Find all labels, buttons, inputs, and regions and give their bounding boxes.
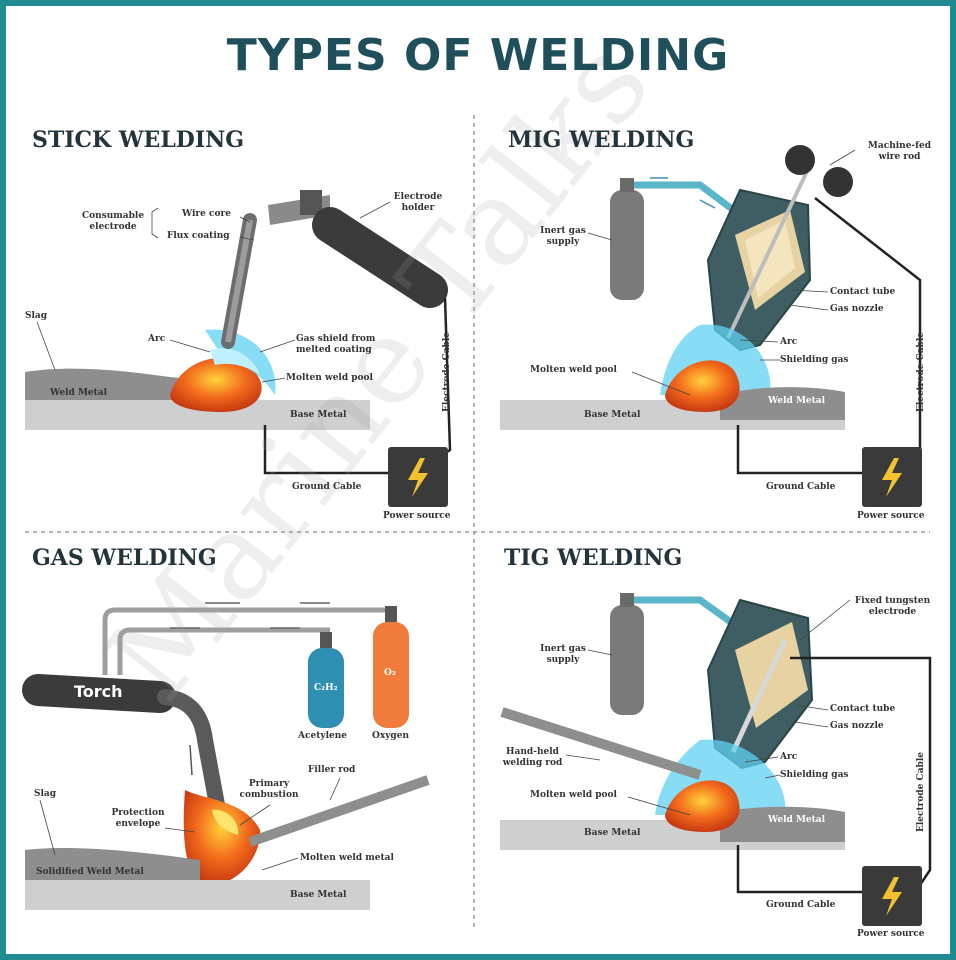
mig-welding-diagram [500,145,922,507]
stick-weld-metal-label: Weld Metal [50,388,108,398]
mig-feed-roller-left [785,145,815,175]
mig-title: MIG WELDING [508,127,695,153]
stick-gas-shield-label: Gas shield from melted coating [296,334,376,355]
stick-molten-pool-label: Molten weld pool [286,373,373,383]
mig-feed-roller-right [823,167,853,197]
stick-title: STICK WELDING [32,127,245,153]
gas-solidified-metal [25,848,200,885]
mig-contact-tube-label: Contact tube [830,287,896,297]
mig-wire-rod-label: Machine-fed wire rod [867,141,932,162]
tig-hand-rod [500,707,702,780]
gas-acetylene-label: Acetylene [298,731,347,741]
stick-ground-cable [263,425,388,475]
gas-slag-label: Slag [34,789,57,799]
mig-lightning-icon [882,458,902,497]
mig-gas-cylinder [610,190,644,300]
stick-ground-cable-label: Ground Cable [292,482,362,492]
tig-molten-pool [665,780,740,832]
gas-base-metal [25,880,370,910]
tig-inert-gas-label: Inert gas supply [540,644,586,665]
gas-filler-rod [248,775,430,847]
gas-oxygen-hose [102,607,395,675]
tig-contact-tube-label: Contact tube [830,704,896,714]
stick-welding-diagram [25,190,452,507]
gas-molten-metal-label: Molten weld metal [300,853,394,863]
mig-power-source-label: Power source [857,511,925,521]
gas-protection-envelope-label: Protection envelope [111,808,165,829]
tig-ground-cable-label: Ground Cable [766,900,836,910]
mig-molten-pool [665,360,740,412]
gas-acetylene-formula: C₂H₂ [314,683,338,693]
tig-electrode-cable [790,656,932,886]
mig-arc-label: Arc [780,337,798,347]
gas-oxygen-label: Oxygen [372,731,409,741]
tig-weld-metal [720,806,845,842]
tig-molten-pool-label: Molten weld pool [530,790,617,800]
tig-tungsten-electrode [730,638,788,754]
stick-lightning-icon [408,458,428,497]
mig-ground-cable-label: Ground Cable [766,482,836,492]
tig-arc-label: Arc [780,752,798,762]
tig-gas-nozzle-label: Gas nozzle [830,721,884,731]
gas-acetylene-cylinder [308,648,344,728]
mig-gas-hose [634,181,743,218]
mig-gas-nozzle-label: Gas nozzle [830,304,884,314]
tig-lightning-icon [882,877,902,916]
tig-gas-hose [634,596,738,628]
mig-wire-rod [726,164,812,339]
stick-molten-pool [170,358,262,412]
stick-base-metal-label: Base Metal [290,410,347,420]
tig-tungsten-label: Fixed tungsten electrode [854,596,931,617]
tig-shielding-gas-label: Shielding gas [780,770,849,780]
tig-weld-metal-label: Weld Metal [768,815,826,825]
tig-title: TIG WELDING [504,545,683,571]
mig-ground-cable [736,425,862,475]
mig-inert-gas-label: Inert gas supply [540,226,586,247]
tig-power-source-label: Power source [857,929,925,939]
stick-electrode-holder-label: Electrode holder [393,192,443,213]
tig-hand-rod-label: Hand-held welding rod [502,747,563,768]
mig-weld-metal [720,387,845,420]
gas-filler-rod-label: Filler rod [308,765,356,775]
stick-power-source-label: Power source [383,511,451,521]
gas-torch-label: Torch [74,682,123,701]
gas-title: GAS WELDING [32,545,217,571]
tig-electrode-cable-label: Electrode Cable [916,752,926,832]
stick-arc-label: Arc [148,334,166,344]
gas-torch [22,674,176,713]
gas-flame [183,790,261,885]
stick-weld-metal [25,368,200,405]
tig-base-metal-label: Base Metal [584,828,641,838]
gas-primary-combustion-label: Primary combustion [239,779,299,800]
stick-slag-label: Slag [25,311,48,321]
stick-electrode-cable-label: Electrode Cable [442,332,452,412]
mig-molten-pool-label: Molten weld pool [530,365,617,375]
gas-welding-diagram [22,602,430,910]
mig-electrode-cable-label: Electrode Cable [916,332,926,412]
gas-oxygen-formula: O₂ [384,668,396,678]
gas-acetylene-hose [117,627,330,675]
mig-base-metal-label: Base Metal [584,410,641,420]
gas-solidified-label: Solidified Weld Metal [36,867,144,877]
stick-consumable-electrode-label: Consumable electrode [81,211,145,232]
gas-oxygen-cylinder [373,622,409,728]
stick-electrode-holder [312,207,448,308]
gas-base-metal-label: Base Metal [290,890,347,900]
tig-gas-cylinder [610,605,644,715]
page-title: TYPES OF WELDING [226,30,730,81]
stick-wire-core-label: Wire core [182,209,231,219]
tig-welding-diagram [500,593,932,926]
gas-torch-nozzle [157,689,226,818]
mig-weld-metal-label: Weld Metal [768,396,826,406]
tig-ground-cable [736,845,862,894]
mig-shielding-gas-label: Shielding gas [780,355,849,365]
stick-flux-coating-label: Flux coating [167,231,230,241]
